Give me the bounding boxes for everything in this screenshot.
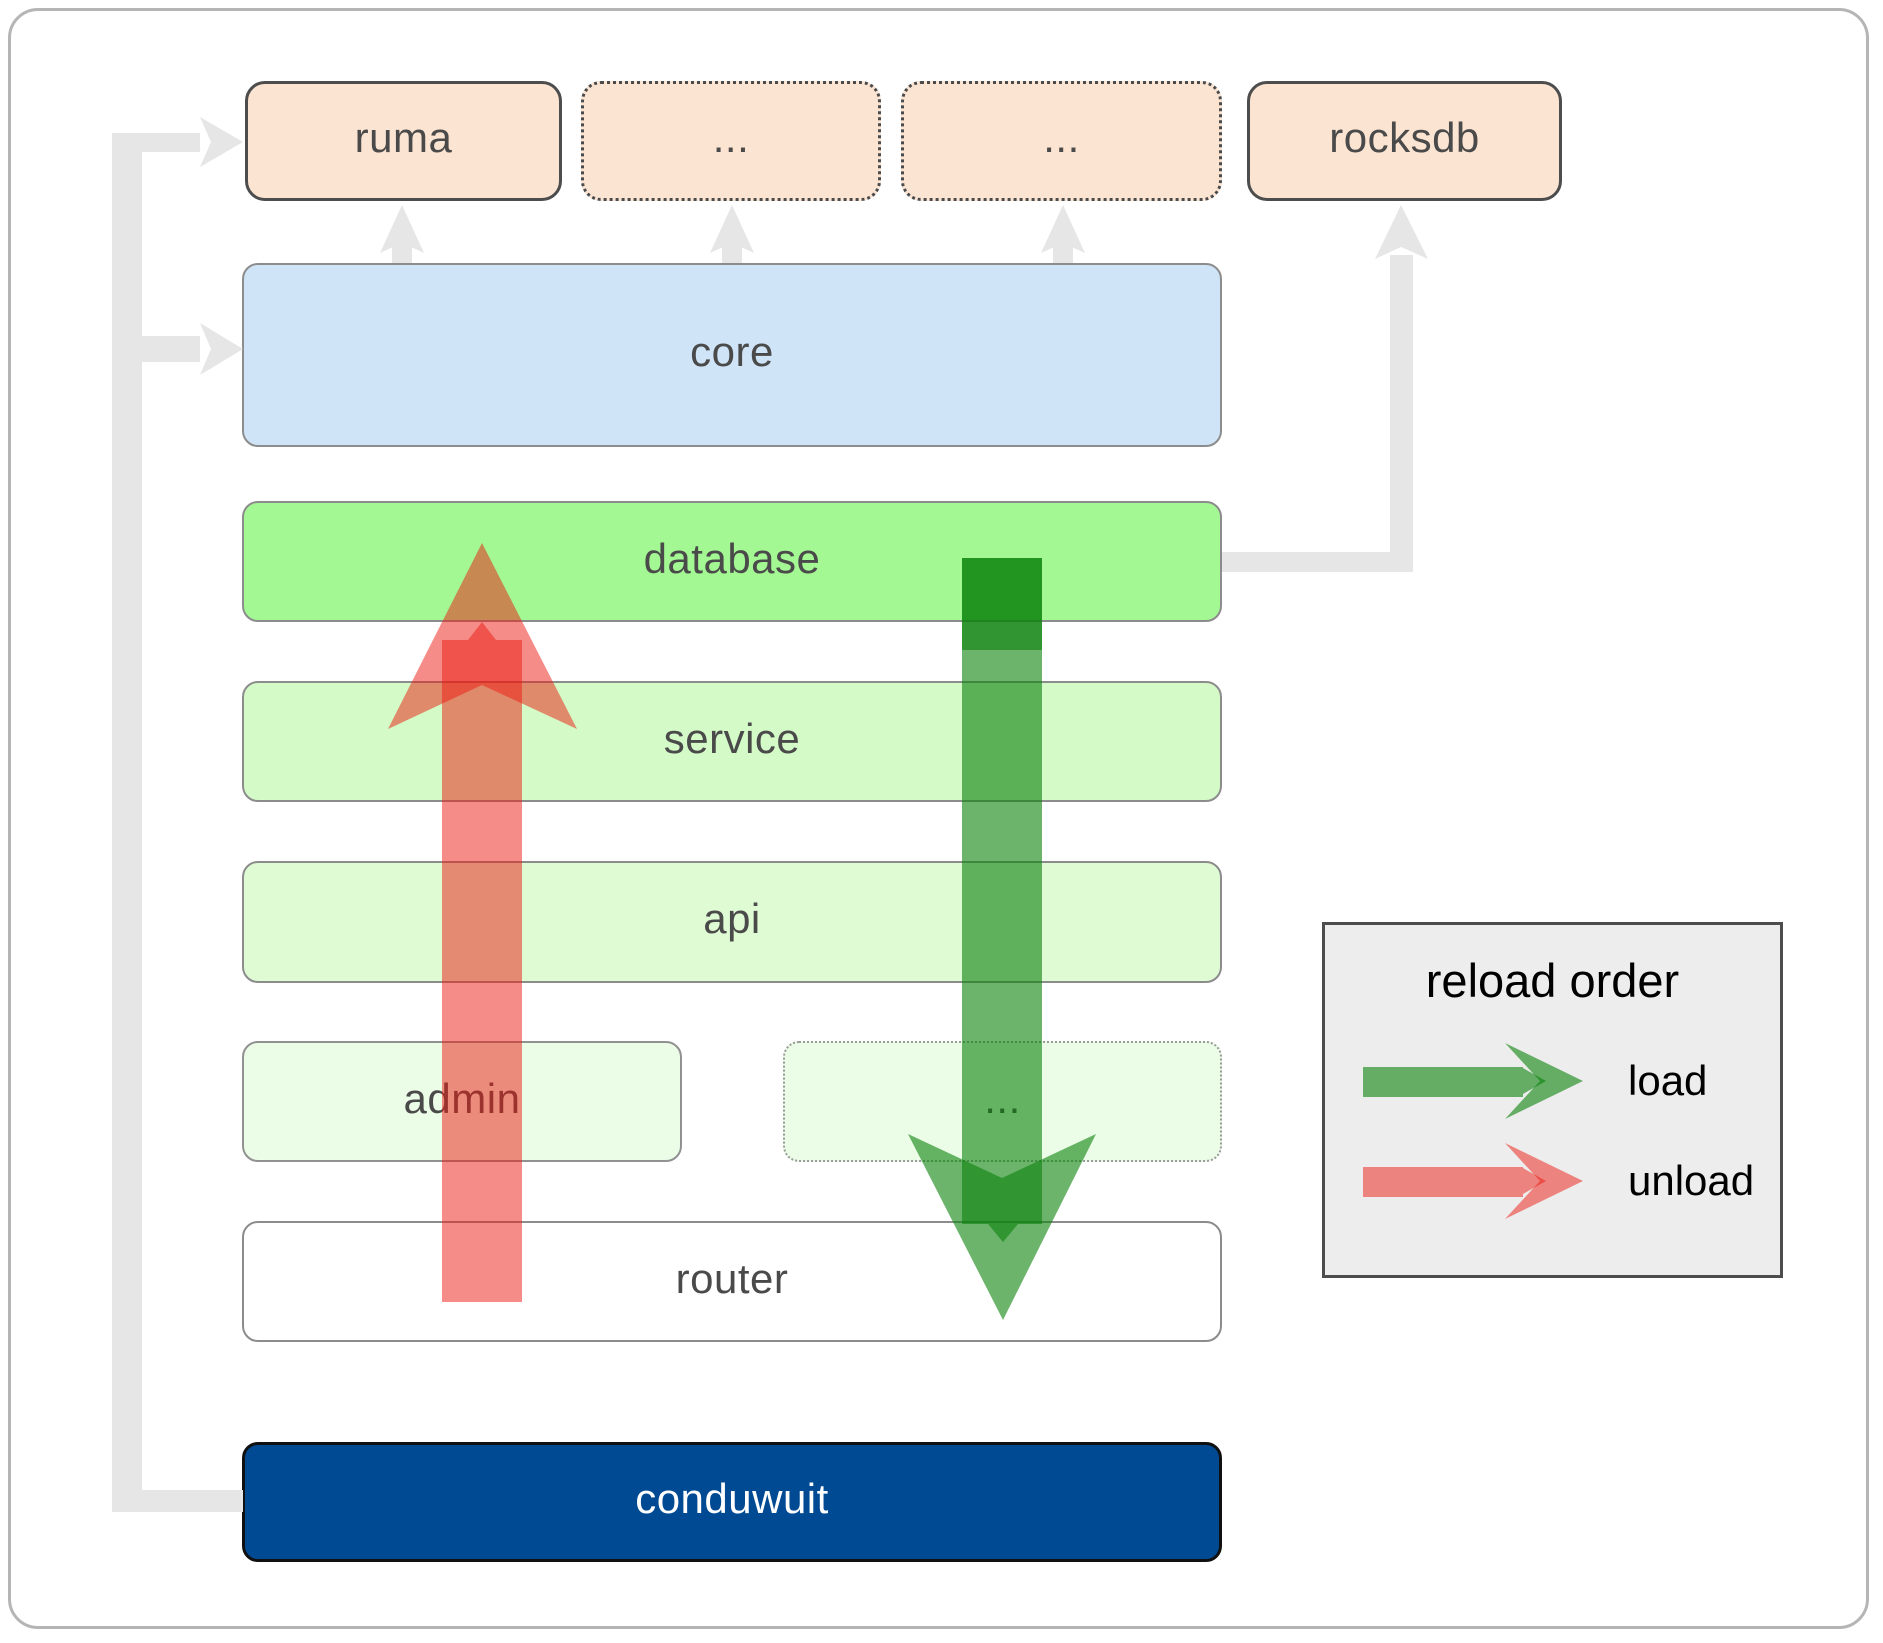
box-ellipsis-top-2: ... [901, 81, 1222, 201]
box-rocksdb: rocksdb [1247, 81, 1562, 201]
legend-load-label: load [1628, 1057, 1708, 1104]
box-api: api [242, 861, 1222, 983]
legend-title: reload order [1425, 954, 1680, 1007]
box-rocksdb-label: rocksdb [1329, 114, 1480, 161]
box-ellipsis-top-2-label: ... [1043, 114, 1080, 161]
legend-panel: reload order load unload [1322, 922, 1783, 1278]
box-database-label: database [643, 534, 821, 582]
box-conduwuit: conduwuit [242, 1442, 1222, 1562]
box-service: service [242, 681, 1222, 802]
box-service-label: service [663, 714, 801, 762]
box-ellipsis-bottom: ... [783, 1041, 1222, 1162]
box-core-label: core [690, 328, 774, 375]
box-admin-label: admin [403, 1074, 521, 1122]
box-ruma-label: ruma [354, 114, 453, 161]
diagram-frame [8, 8, 1869, 1629]
box-admin: admin [242, 1041, 682, 1162]
box-ellipsis-bottom-label: ... [984, 1074, 1021, 1122]
box-api-label: api [703, 895, 761, 942]
box-conduwuit-label: conduwuit [635, 1475, 829, 1522]
box-database: database [242, 501, 1222, 622]
box-ellipsis-top-1-label: ... [712, 114, 750, 161]
box-ellipsis-top-1: ... [581, 81, 881, 201]
box-ruma: ruma [245, 81, 562, 201]
box-router-label: router [675, 1254, 789, 1302]
box-router: router [242, 1221, 1222, 1342]
legend-unload-label: unload [1628, 1157, 1755, 1204]
box-core: core [242, 263, 1222, 447]
